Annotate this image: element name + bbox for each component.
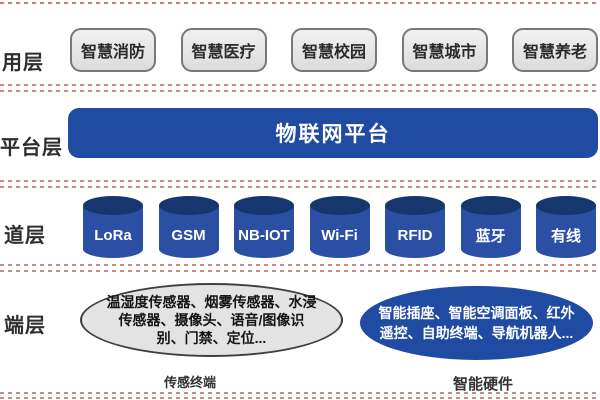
dashed-separator-bottom-b	[0, 397, 600, 399]
dashed-separator-top	[0, 2, 600, 4]
cylinder-top-icon	[83, 196, 143, 215]
sensor-terminal-text: 温湿度传感器、烟雾传感器、水浸传感器、摄像头、语音/图像识别、门禁、定位...	[106, 293, 317, 347]
channel-cylinder-wifi: Wi-Fi	[309, 196, 370, 258]
cylinder-label: Wi-Fi	[321, 227, 358, 244]
channel-cylinder-rfid: RFID	[385, 196, 445, 258]
app-box-smart-medical: 智慧医疗	[180, 28, 267, 72]
dashed-separator-1b	[0, 90, 600, 92]
cylinder-top-icon	[234, 196, 294, 215]
cylinder-top-icon	[385, 196, 445, 215]
smart-hardware-caption: 智能硬件	[452, 376, 513, 393]
dashed-separator-bottom-a	[0, 392, 600, 394]
channel-cylinder-lora: LoRa	[83, 196, 143, 258]
layer-label-application: 用层	[2, 52, 44, 74]
app-box-smart-campus: 智慧校园	[291, 28, 377, 72]
cylinder-top-icon	[536, 196, 596, 215]
platform-bar-label: 物联网平台	[275, 123, 391, 146]
channel-cylinder-wired: 有线	[536, 196, 596, 258]
cylinder-top-icon	[158, 196, 219, 215]
smart-hardware-text: 智能插座、智能空调面板、红外遥控、自助终端、导航机器人...	[378, 304, 575, 341]
cylinder-label: 蓝牙	[475, 228, 506, 245]
dashed-separator-1a	[0, 84, 600, 86]
application-layer-row: 智慧消防 智慧医疗 智慧校园 智慧城市 智慧养老	[70, 28, 598, 72]
sensor-terminal-caption: 传感终端	[163, 375, 216, 390]
cylinder-label: RFID	[397, 227, 433, 244]
app-box-smart-eldercare: 智慧养老	[512, 28, 598, 72]
sensor-terminal-ellipse: 温湿度传感器、烟雾传感器、水浸传感器、摄像头、语音/图像识别、门禁、定位...	[80, 283, 343, 357]
platform-bar: 物联网平台	[68, 108, 598, 158]
cylinder-label: GSM	[171, 227, 206, 244]
layer-label-channel: 道层	[4, 225, 46, 247]
cylinder-label: 有线	[550, 228, 581, 245]
channel-cylinder-bluetooth: 蓝牙	[460, 196, 521, 258]
dashed-separator-3a	[0, 264, 600, 266]
cylinder-label: NB-IOT	[238, 227, 290, 244]
dashed-separator-2a	[0, 180, 600, 182]
cylinder-label: LoRa	[94, 227, 132, 244]
cylinder-top-icon	[309, 196, 370, 215]
layer-label-terminal: 端层	[4, 315, 46, 337]
channel-cylinder-nbiot: NB-IOT	[234, 196, 294, 258]
cylinder-top-icon	[460, 196, 521, 215]
layer-label-platform: 平台层	[0, 137, 63, 159]
dashed-separator-3b	[0, 270, 600, 272]
dashed-separator-2b	[0, 186, 600, 188]
app-box-smart-city: 智慧城市	[401, 28, 488, 72]
app-box-smart-fire: 智慧消防	[70, 28, 156, 72]
channel-layer-row: LoRa GSM NB-IOT Wi-Fi RFID 蓝牙 有线	[83, 196, 596, 258]
smart-hardware-ellipse: 智能插座、智能空调面板、红外遥控、自助终端、导航机器人...	[360, 286, 593, 360]
channel-cylinder-gsm: GSM	[158, 196, 219, 258]
